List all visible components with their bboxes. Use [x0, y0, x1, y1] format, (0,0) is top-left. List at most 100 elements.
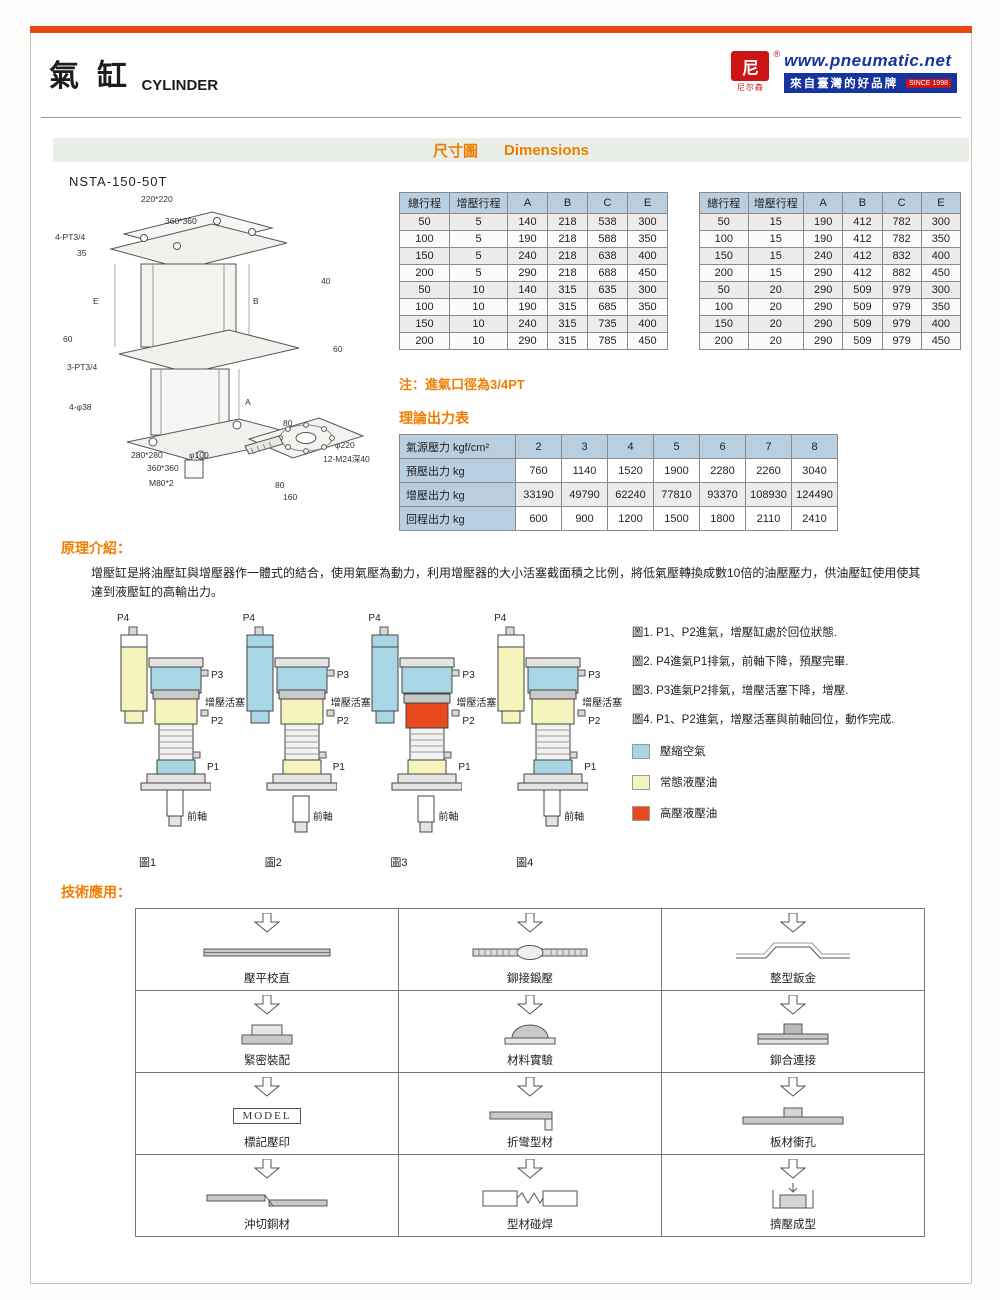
table-cell: 785: [587, 332, 628, 350]
booster-diagram-2: P4 P3 增壓活塞 P2 P1 前軸 圖2: [235, 613, 371, 872]
cylinder-drawing: 220*220 360*360 4-PT3/4 35 40 E B 60 60 …: [49, 192, 394, 528]
table-cell: 3040: [791, 458, 838, 483]
model-number: NSTA-150-50T: [69, 174, 168, 189]
dim-label: 3-PT3/4: [67, 362, 98, 372]
legend-swatch-air: [631, 743, 650, 759]
table-cell: 350: [920, 230, 962, 248]
application-label: 鉚接鍛壓: [507, 973, 553, 986]
table-cell: 412: [842, 264, 883, 282]
column-header: 7: [745, 434, 792, 459]
table-cell: 10: [449, 281, 508, 299]
table-cell: 240: [507, 315, 548, 333]
application-cell: 材料實驗: [399, 991, 662, 1074]
table-cell: 290: [803, 332, 844, 350]
dim-label: 80: [275, 480, 285, 490]
table-cell: 300: [627, 213, 668, 231]
table-cell: 10: [449, 298, 508, 316]
booster-piston-label: 增壓活塞: [205, 698, 245, 710]
table-cell: 33190: [515, 482, 562, 507]
table-cell: 538: [587, 213, 628, 231]
illustration-rivet-forge: [455, 936, 605, 968]
upper-chamber-fill: [527, 666, 579, 694]
front-rod-label: 前軸: [312, 812, 333, 824]
tank-top-fill: [497, 634, 525, 648]
table-cell: 290: [803, 315, 844, 333]
dim-label: 360*360: [165, 216, 197, 226]
table-cell: 760: [515, 458, 562, 483]
column-header: 3: [561, 434, 608, 459]
table-cell: 100: [699, 298, 749, 316]
table-cell: 240: [803, 247, 844, 265]
table-cell: 300: [627, 281, 668, 299]
dim-label: 12-M24深40: [323, 454, 370, 464]
dim-label: 60: [63, 334, 73, 344]
dim-label: 360*360: [147, 463, 179, 473]
table-cell: 240: [507, 247, 548, 265]
upper-chamber-fill: [401, 666, 453, 694]
legend-label: 壓縮空氣: [659, 746, 706, 759]
table-cell: 635: [587, 281, 628, 299]
table-cell: 10: [449, 315, 508, 333]
port-label-p2: P2: [462, 716, 475, 728]
table-cell: 300: [920, 281, 962, 299]
table-cell: 979: [881, 332, 922, 350]
table-cell: 1140: [561, 458, 608, 483]
channel-fill: [250, 710, 270, 724]
diagram-captions: 圖1. P1、P2進氣，增壓缸處於回位狀態. 圖2. P4進氣P1排氣，前軸下降…: [631, 614, 961, 874]
dim-label: E: [93, 296, 99, 306]
port-label-p1: P1: [584, 762, 597, 774]
brand-logo-icon: 尼: [731, 51, 770, 81]
tank-top-fill: [120, 634, 148, 648]
table-cell: 預壓出力 kg: [399, 458, 516, 483]
principle-section: 原理介紹： 增壓缸是將油壓缸與增壓器作一體式的結合，使用氣壓為動力，利用增壓器的…: [47, 538, 961, 874]
cylinder-drawing-art: [109, 211, 365, 479]
illustration-welding: [455, 1182, 605, 1214]
table-cell: 15: [747, 213, 805, 231]
brand-tagline: 來自臺灣的好品牌 SINCE 1998: [784, 73, 957, 93]
port-label-p2: P2: [211, 716, 224, 728]
table-cell: 1520: [607, 458, 654, 483]
down-arrow-icon: [517, 995, 543, 1016]
table-cell: 412: [842, 247, 883, 265]
channel-fill: [375, 710, 395, 724]
application-label: 材料實驗: [507, 1055, 553, 1068]
port-label-p4: P4: [242, 613, 255, 625]
tagline-text: 來自臺灣的好品牌: [790, 78, 899, 90]
port-label-p3: P3: [211, 670, 224, 682]
application-label: 鉚合連接: [770, 1055, 816, 1068]
port-label-p4: P4: [117, 613, 130, 625]
booster-diagram-3: P4 P3 增壓活塞 P2 P1 前軸 圖3: [360, 613, 496, 872]
table-cell: 509: [842, 298, 883, 316]
application-cell: 板材衝孔: [662, 1073, 925, 1156]
table-cell: 140: [507, 213, 548, 231]
principle-diagrams: P4 P3 增壓活塞 P2 P1 前軸 圖1: [109, 613, 961, 874]
dim-label: 60: [333, 344, 343, 354]
application-label: 壓平校直: [244, 973, 290, 986]
application-label: 型材碰焊: [507, 1219, 553, 1232]
table-cell: 979: [881, 281, 922, 299]
column-header: B: [547, 192, 588, 214]
table-cell: 200: [399, 332, 450, 350]
illustration-material-test: [455, 1018, 605, 1050]
port-label-p3: P3: [588, 670, 601, 682]
column-header: 2: [515, 434, 562, 459]
table-cell: 2410: [791, 506, 838, 531]
mid-chamber-fill: [531, 698, 575, 725]
brand-name: 尼尔森: [736, 83, 764, 92]
table-cell: 190: [507, 230, 548, 248]
table-cell: 600: [515, 506, 562, 531]
port-label-p2: P2: [336, 716, 349, 728]
table-cell: 20: [747, 332, 805, 350]
booster-piston-label: 增壓活塞: [582, 698, 623, 710]
table-cell: 190: [507, 298, 548, 316]
port-label-p1: P1: [458, 762, 471, 774]
